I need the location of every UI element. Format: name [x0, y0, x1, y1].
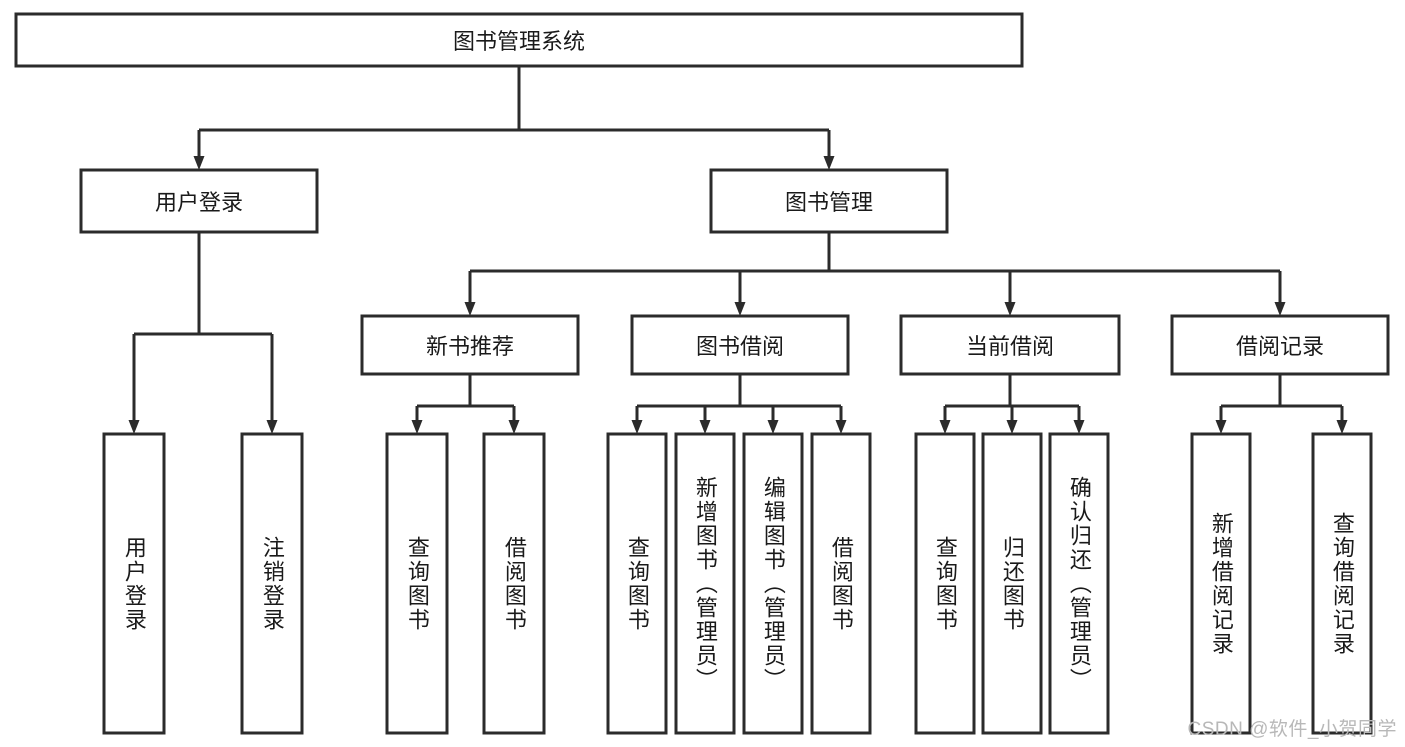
node-boxes	[14, 12, 1390, 735]
arrow-head-icon	[128, 420, 140, 434]
node-box-leaf-user-login[interactable]	[102, 432, 166, 735]
node-box-leaf-logout[interactable]	[240, 432, 304, 735]
node-box-leaf-add-book[interactable]	[674, 432, 736, 735]
arrow-head-icon	[1336, 420, 1348, 434]
arrow-head-icon	[1274, 302, 1286, 316]
arrow-head-icon	[835, 420, 847, 434]
arrow-head-icon	[1004, 302, 1016, 316]
watermark-text: CSDN @软件_小贺同学	[1187, 719, 1397, 740]
node-box-leaf-edit-book[interactable]	[742, 432, 804, 735]
arrow-head-icon	[1215, 420, 1227, 434]
node-box-book-manage[interactable]	[709, 168, 949, 234]
node-box-leaf-borrow-book-2[interactable]	[810, 432, 872, 735]
node-box-leaf-query-record[interactable]	[1311, 432, 1373, 735]
connector-lines	[128, 66, 1348, 434]
node-box-leaf-query-book-2[interactable]	[606, 432, 668, 735]
node-box-new-book-recommend[interactable]	[360, 314, 580, 376]
node-box-user-login[interactable]	[79, 168, 319, 234]
node-box-leaf-query-book-3[interactable]	[914, 432, 976, 735]
arrow-head-icon	[411, 420, 423, 434]
node-box-leaf-query-book-1[interactable]	[385, 432, 449, 735]
arrow-head-icon	[193, 156, 205, 170]
arrow-head-icon	[631, 420, 643, 434]
arrow-head-icon	[767, 420, 779, 434]
node-box-root[interactable]	[14, 12, 1024, 68]
arrow-head-icon	[939, 420, 951, 434]
arrow-head-icon	[823, 156, 835, 170]
node-box-leaf-return-book[interactable]	[981, 432, 1043, 735]
arrow-head-icon	[1006, 420, 1018, 434]
node-box-leaf-add-record[interactable]	[1190, 432, 1252, 735]
node-box-leaf-confirm-return[interactable]	[1048, 432, 1110, 735]
node-box-current-borrow[interactable]	[899, 314, 1121, 376]
arrow-head-icon	[266, 420, 278, 434]
node-box-borrow-record[interactable]	[1170, 314, 1390, 376]
arrow-head-icon	[508, 420, 520, 434]
arrow-head-icon	[464, 302, 476, 316]
node-box-book-borrow[interactable]	[630, 314, 850, 376]
arrow-head-icon	[734, 302, 746, 316]
node-box-leaf-borrow-book-1[interactable]	[482, 432, 546, 735]
arrow-head-icon	[699, 420, 711, 434]
arrow-head-icon	[1073, 420, 1085, 434]
